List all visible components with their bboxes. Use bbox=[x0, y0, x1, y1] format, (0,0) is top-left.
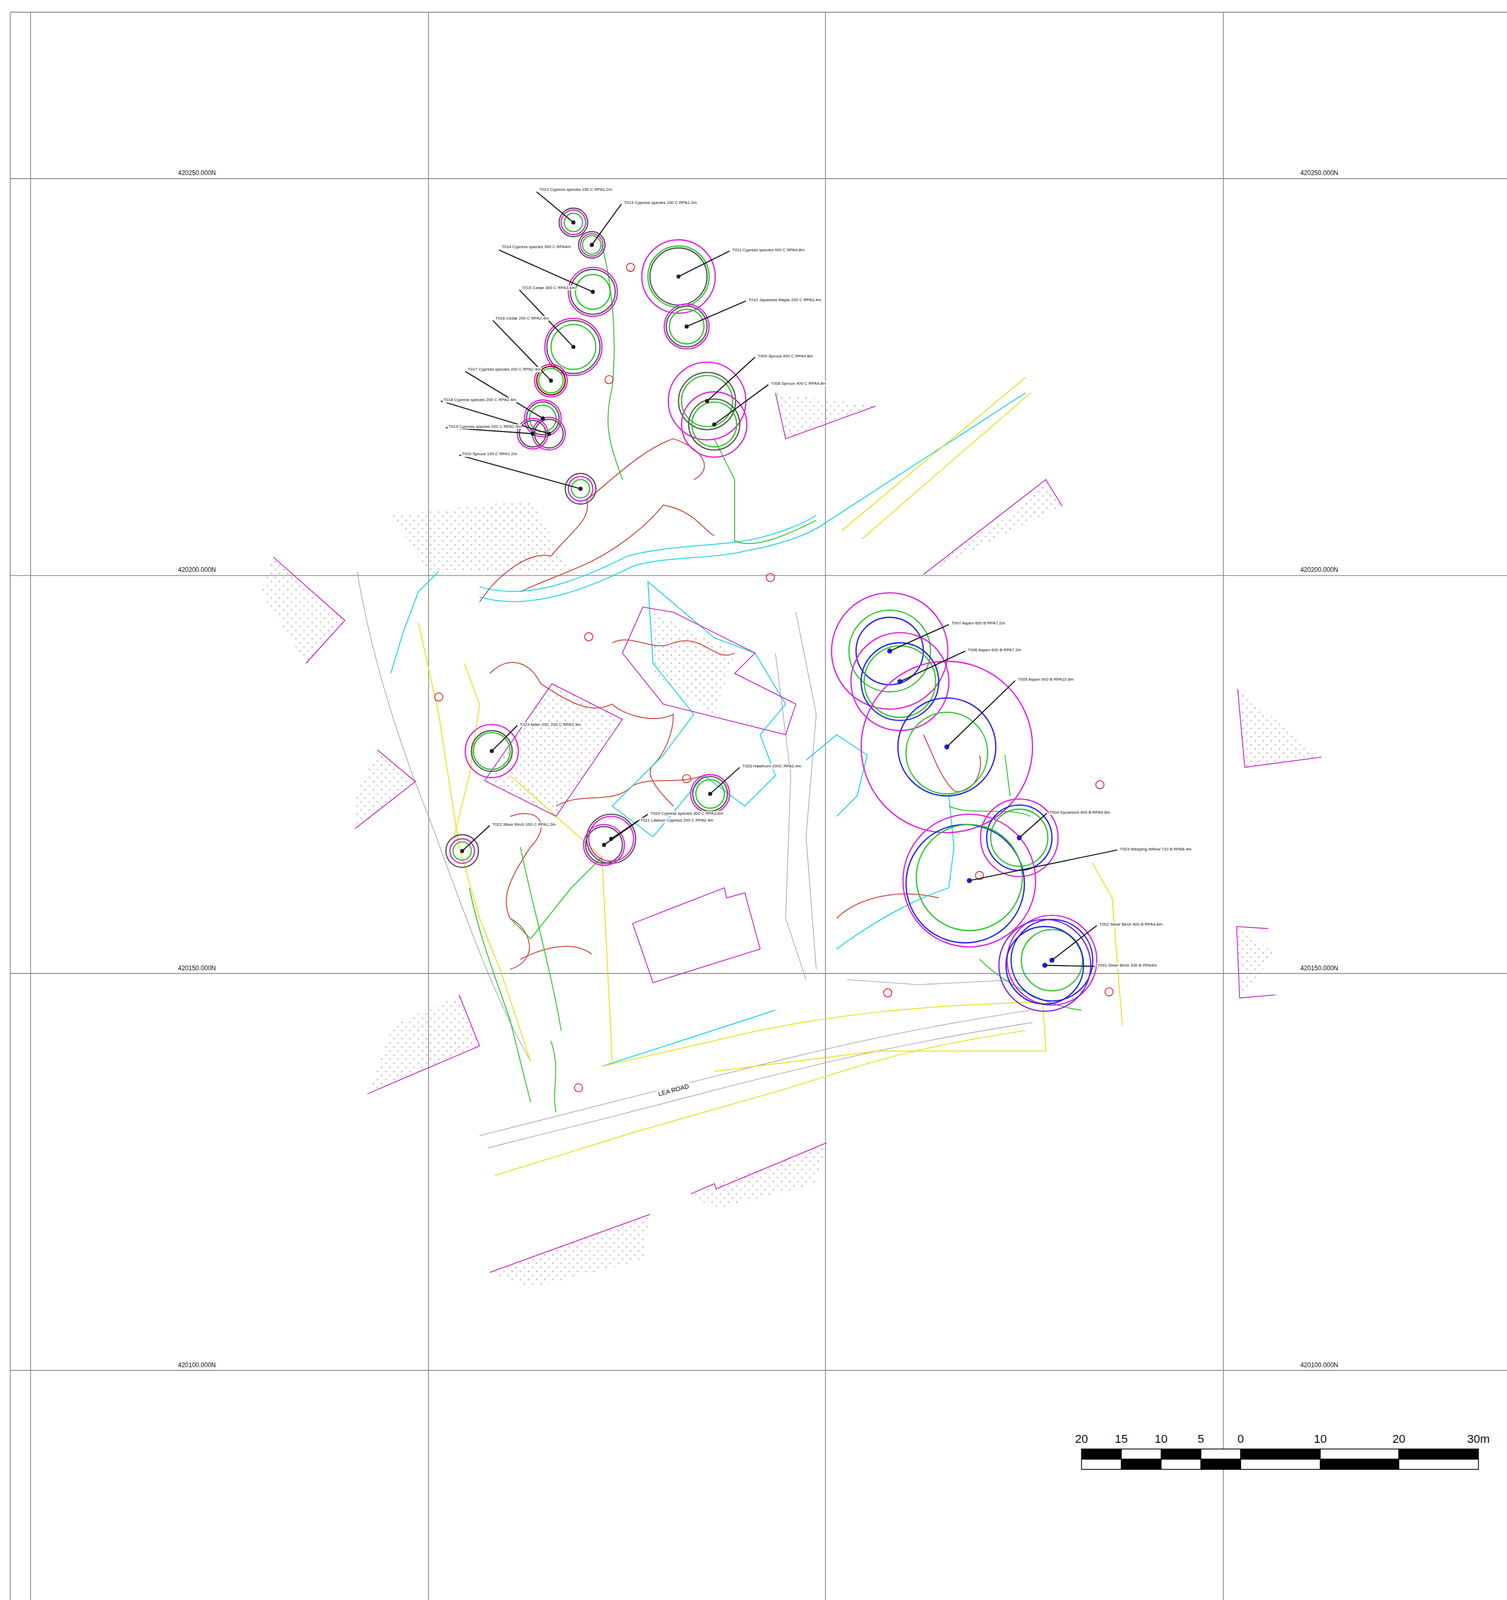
tree-label: T002 Silver Birch 400 B RPA4.8m bbox=[1098, 921, 1163, 927]
grid-label: 420150.000N bbox=[178, 963, 216, 972]
tree-label: T010 Japanese Maple 200 C RPA2.4m bbox=[747, 297, 822, 303]
tree-label: T015 Cedar 300 C RPA3.6m bbox=[521, 285, 576, 291]
grid-line bbox=[9, 12, 1507, 1600]
tree-label: T013 Cypress species 150 C RPA1.2m bbox=[623, 200, 698, 206]
grid-label: 420200.000N bbox=[178, 565, 216, 574]
scale-number: 10 bbox=[1313, 1431, 1327, 1446]
tree-label: T023 Alder 200, 200 C RPA3.3m bbox=[519, 721, 582, 728]
tree-label: T018 Cypress species 200 C RPA2.4m bbox=[442, 397, 518, 403]
scale-number: 10 bbox=[1154, 1431, 1168, 1446]
tree-label: T006 Aspen 600 B RPA7.2m bbox=[967, 647, 1023, 653]
grid-label: 420100.000N bbox=[1300, 1360, 1339, 1369]
service-line bbox=[390, 392, 1026, 1066]
tree-canopy bbox=[446, 208, 1098, 1011]
tree-label: T008 Spruce 400 C RPA4.8m bbox=[770, 380, 827, 387]
road-name: LEA ROAD bbox=[656, 1081, 691, 1098]
boundary-line bbox=[418, 377, 1123, 1175]
tree-label: T003 Weeping Willow 710 B RPA8.4m bbox=[1119, 846, 1192, 852]
grid-label: 420250.000N bbox=[1300, 169, 1339, 177]
contour-line bbox=[479, 438, 981, 969]
survey-tag bbox=[434, 263, 1113, 1092]
tree-label: T021 Lawson Cypress 200 C RPA2.4m bbox=[639, 817, 714, 823]
tree-label: T012 Cypress species 150 C RPA1.2m bbox=[538, 187, 613, 193]
scale-number: 5 bbox=[1197, 1431, 1204, 1446]
tree-label: T014 Cypress species 350 C RPA4m bbox=[500, 244, 572, 250]
scale-number: 15 bbox=[1115, 1431, 1128, 1446]
tree-label: T011 Cypress species 400 C RPA4.8m bbox=[731, 247, 805, 253]
grid-label: 420100.000N bbox=[178, 1360, 216, 1369]
tree-label: T024 Cypress species 300 C RPA3.6m bbox=[649, 810, 725, 817]
tree-label: T025 Hawthorn 200C RPA2.4m bbox=[741, 763, 802, 769]
scale-number: 20 bbox=[1392, 1431, 1406, 1446]
grid-label: 420250.000N bbox=[178, 169, 216, 177]
road-edge bbox=[357, 571, 1033, 1148]
tree-label: T005 Aspen 900 B RPA10.8m bbox=[1017, 676, 1075, 683]
tree-label: T009 Spruce 400 C RPA4.8m bbox=[757, 353, 814, 359]
hatched-area bbox=[260, 392, 1321, 1288]
tree-label: T001 Silver Birch 330 B RPA4m bbox=[1096, 962, 1158, 968]
tree-stem bbox=[460, 220, 1055, 968]
scale-bar bbox=[1081, 1448, 1479, 1470]
hedge-line bbox=[469, 244, 1082, 1112]
scale-number: 20 bbox=[1075, 1431, 1088, 1446]
tree-label: T022 Silver Birch 100 C RPA1.2m bbox=[491, 821, 556, 828]
tree-label: T019 Cypress species 200 C RPA2.4m bbox=[447, 424, 522, 430]
tree-label: T016 Cedar 200 C RPA2.4m bbox=[494, 315, 550, 322]
grid-label: 420150.000N bbox=[1300, 963, 1339, 972]
scale-number: 30m bbox=[1467, 1431, 1490, 1446]
building-outline bbox=[273, 392, 1321, 1272]
leader-line bbox=[440, 191, 1118, 966]
tree-label: T004 Sycamore 400 B RPA4.8m bbox=[1048, 809, 1111, 815]
tree-label: T007 Aspen 600 B RPA7.2m bbox=[951, 621, 1006, 627]
tree-label: T017 Cypress species 200 C RPA2.4m bbox=[467, 366, 542, 373]
scale-number: 0 bbox=[1237, 1431, 1244, 1446]
tree-label: T020 Spruce 100 C RPA1.2m bbox=[461, 451, 518, 457]
grid-label: 420200.000N bbox=[1300, 565, 1339, 574]
